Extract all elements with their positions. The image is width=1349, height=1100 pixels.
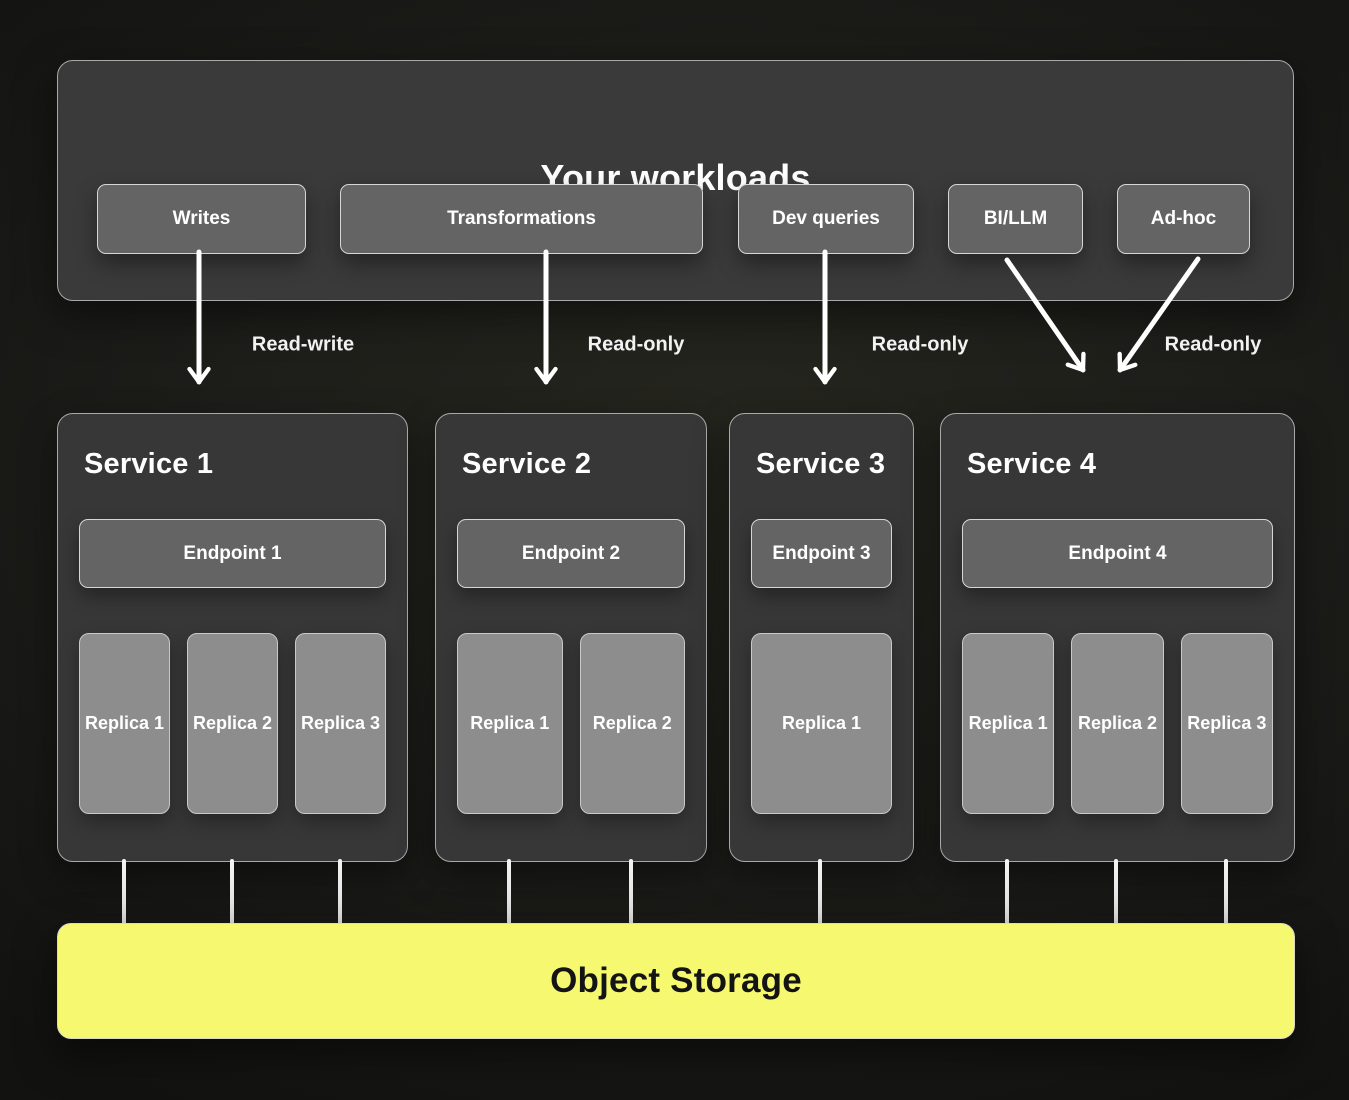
- storage-connector: [1114, 859, 1118, 925]
- storage-connector: [230, 859, 234, 925]
- service-4-endpoint: Endpoint 4: [962, 519, 1273, 588]
- replica-card: Replica 2: [187, 633, 278, 814]
- service-3-endpoint: Endpoint 3: [751, 519, 892, 588]
- service-3-panel: Service 3 Endpoint 3 Replica 1: [729, 413, 914, 862]
- service-3-title: Service 3: [756, 448, 886, 480]
- replica-card: Replica 3: [1180, 633, 1273, 814]
- workload-chip-bi-llm: BI/LLM: [948, 184, 1083, 254]
- service-2-replicas: Replica 1 Replica 2: [457, 633, 685, 814]
- service-2-endpoint: Endpoint 2: [457, 519, 685, 588]
- service-2-panel: Service 2 Endpoint 2 Replica 1 Replica 2: [435, 413, 707, 862]
- workload-chip-transformations: Transformations: [340, 184, 703, 254]
- service-3-replicas: Replica 1: [751, 633, 892, 814]
- service-1-title: Service 1: [84, 448, 214, 480]
- flow-label-read-write: Read-write: [251, 333, 355, 356]
- replica-card: Replica 2: [579, 633, 685, 814]
- service-2-title: Service 2: [462, 448, 592, 480]
- service-1-panel: Service 1 Endpoint 1 Replica 1 Replica 2…: [57, 413, 408, 862]
- storage-connector: [122, 859, 126, 925]
- workload-chip-writes: Writes: [97, 184, 306, 254]
- replica-card: Replica 1: [751, 633, 892, 814]
- workload-chip-ad-hoc: Ad-hoc: [1117, 184, 1250, 254]
- service-4-replicas: Replica 1 Replica 2 Replica 3: [962, 633, 1273, 814]
- flow-label-read-only-1: Read-only: [587, 333, 685, 356]
- replica-card: Replica 1: [457, 633, 563, 814]
- flow-label-read-only-3: Read-only: [1164, 333, 1262, 356]
- service-1-endpoint: Endpoint 1: [79, 519, 386, 588]
- storage-connector: [1224, 859, 1228, 925]
- storage-connector: [338, 859, 342, 925]
- replica-card: Replica 2: [1071, 633, 1164, 814]
- object-storage-bar: Object Storage: [57, 923, 1295, 1039]
- workload-chip-dev-queries: Dev queries: [738, 184, 914, 254]
- replica-card: Replica 1: [962, 633, 1055, 814]
- service-1-replicas: Replica 1 Replica 2 Replica 3: [79, 633, 386, 814]
- service-4-panel: Service 4 Endpoint 4 Replica 1 Replica 2…: [940, 413, 1295, 862]
- storage-connector: [818, 859, 822, 925]
- replica-card: Replica 3: [295, 633, 386, 814]
- workloads-panel: Your workloads: [57, 60, 1294, 301]
- flow-label-read-only-2: Read-only: [871, 333, 969, 356]
- storage-connector: [507, 859, 511, 925]
- storage-connector: [629, 859, 633, 925]
- object-storage-label: Object Storage: [550, 961, 802, 1000]
- storage-connector: [1005, 859, 1009, 925]
- service-4-title: Service 4: [967, 448, 1097, 480]
- replica-card: Replica 1: [79, 633, 170, 814]
